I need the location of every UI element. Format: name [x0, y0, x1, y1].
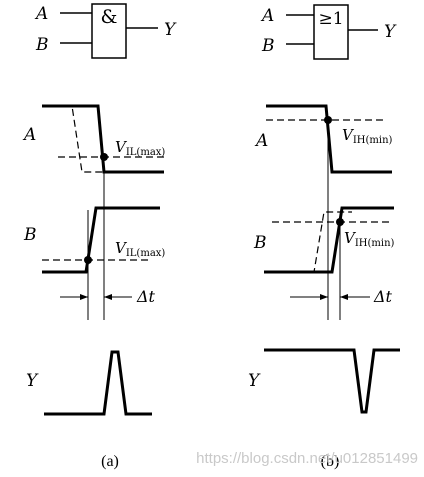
output-y-waveform: Y — [248, 348, 400, 414]
or-gate-body — [313, 4, 349, 60]
signal-a-waveform: A VIH(min) — [254, 104, 393, 174]
signal-a-label: A — [22, 125, 36, 145]
signal-a-shifted-trace — [42, 105, 108, 173]
gate-output-label: Y — [384, 22, 397, 42]
threshold-label-a: VIL(max) — [115, 138, 165, 158]
delta-t-label: Δt — [373, 287, 393, 306]
gate-input-b-label: B — [261, 36, 275, 56]
gate-input-a-label: A — [34, 4, 48, 24]
signal-b-label: B — [23, 225, 37, 245]
threshold-label-b: VIL(max) — [115, 239, 165, 259]
delta-t-label: Δt — [136, 287, 156, 306]
or-gate: ≥1 A B Y — [260, 4, 397, 60]
signal-a-waveform: A VIL(max) — [22, 104, 165, 174]
gate-input-a-label: A — [260, 6, 274, 26]
output-y-label: Y — [26, 371, 39, 391]
caption-a: (a) — [101, 453, 119, 470]
and-gate-body — [91, 3, 127, 59]
output-y-waveform: Y — [26, 350, 152, 416]
gate-input-b-label: B — [35, 35, 49, 55]
signal-b-waveform: B VIL(max) — [23, 206, 165, 274]
signal-a-label: A — [254, 131, 268, 151]
and-gate: & A B Y — [34, 3, 177, 59]
or-gate-symbol: ≥1 — [318, 9, 343, 29]
output-y-trace — [264, 348, 400, 414]
signal-b-shifted-trace — [300, 211, 352, 273]
signal-b-trace — [42, 206, 160, 274]
panel-b: ≥1 A B Y A VIH(min) B VIH(min) — [248, 4, 400, 470]
watermark-url: https://blog.csdn.net/u012851499 — [196, 450, 418, 467]
caption-b: (b) — [321, 453, 340, 470]
threshold-label-b: VIH(min) — [344, 229, 395, 249]
signal-a-trace — [42, 104, 164, 174]
output-y-trace — [44, 350, 152, 416]
threshold-label-a: VIH(min) — [342, 126, 393, 146]
signal-b-label: B — [253, 233, 267, 253]
and-gate-symbol: & — [101, 6, 118, 28]
delta-t-measurement: Δt — [60, 157, 156, 320]
signal-b-trace — [264, 206, 394, 274]
panel-a: & A B Y A VIL(max) B VIL(max) — [22, 3, 177, 470]
delta-t-measurement: Δt — [290, 120, 393, 320]
gate-output-label: Y — [164, 20, 177, 40]
signal-a-trace — [266, 104, 392, 174]
signal-b-waveform: B VIH(min) — [253, 206, 395, 274]
output-y-label: Y — [248, 371, 261, 391]
